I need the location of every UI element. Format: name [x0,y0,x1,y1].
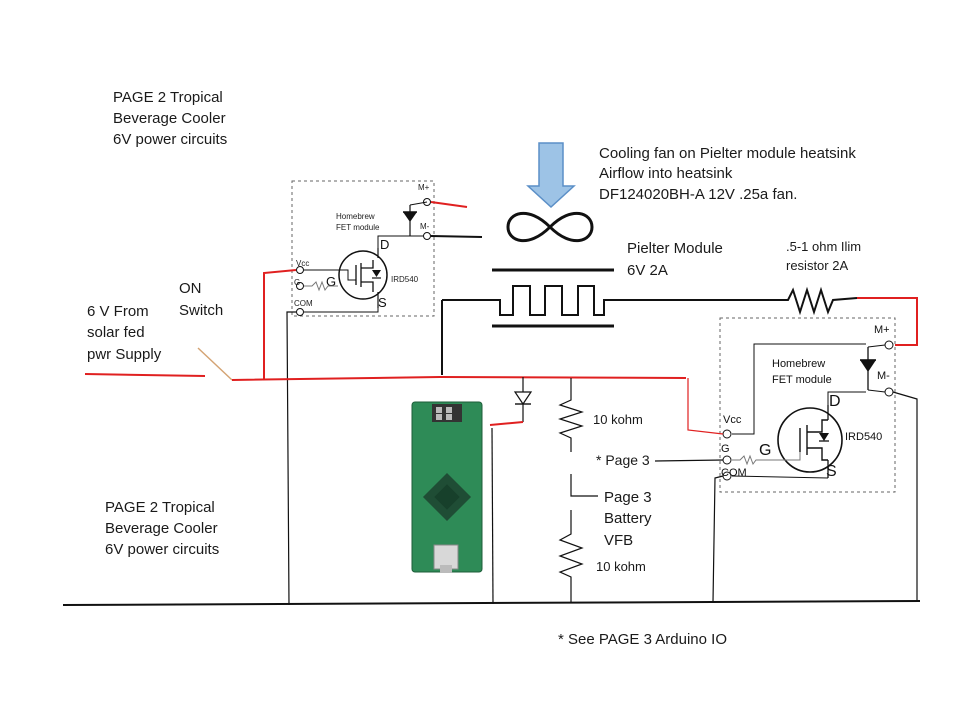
title-top-line-3: 6V power circuits [113,131,227,148]
fet-right-title-1: Homebrew [772,358,825,370]
fet-left-vcc-label: Vcc [296,259,309,268]
fet-right-d-label: D [829,393,841,410]
airflow-arrow-icon [526,142,576,209]
switch-label-1: ON [179,280,202,297]
fet-right-mplus-label: M+ [874,324,890,336]
wire-left-mminus [430,235,483,238]
arduino-nano-board [411,401,483,573]
fet-right-vcc-label: Vcc [723,414,742,426]
title-bottom-line-2: Beverage Cooler [105,520,218,537]
supply-label-3: pwr Supply [87,346,162,363]
wire-ilim-to-mplus [857,297,918,346]
fet-right-title-2: FET module [772,374,832,386]
wire-left-mplus [430,201,468,208]
page3-ref-label: * Page 3 [596,452,650,468]
fet-left-d-label: D [380,237,389,252]
pielter-module-symbol [442,268,763,328]
pielter-label-2: 6V 2A [627,262,668,279]
wire-left-com [286,311,296,606]
vfb-label-2: Battery [604,510,652,527]
fet-right-s-label: S [826,463,837,480]
wire-right-com [712,475,724,603]
fan-note-line-2: Airflow into heatsink [599,165,733,182]
title-bottom-line-3: 6V power circuits [105,541,219,558]
fet-left-part-label: IRD540 [391,275,419,284]
wire-arduino-ground [491,427,494,605]
wire-main-bus [231,375,687,381]
switch-blade-symbol [197,347,233,381]
wire-supply-input [84,373,206,377]
fet-module-right: M+ M- Homebrew FET module D S G IRD540 V… [719,317,896,493]
wire-diode-to-arduino [489,421,524,426]
title-top-line-1: PAGE 2 Tropical [113,89,223,106]
fet-left-mminus-label: M- [420,222,430,231]
divider-midpoint-wire [570,474,598,497]
supply-label-1: 6 V From [87,303,149,320]
wire-ground-bus [62,600,921,606]
fet-left-s-label: S [378,295,387,310]
ilim-label-2: resistor 2A [786,258,848,273]
ilim-resistor-symbol [763,286,858,316]
footnote: * See PAGE 3 Arduino IO [558,631,727,648]
fan-note-line-1: Cooling fan on Pielter module heatsink [599,145,856,162]
title-top-line-2: Beverage Cooler [113,110,226,127]
wire-right-vcc [687,378,724,435]
fan-icon [506,211,594,243]
title-bottom-line-1: PAGE 2 Tropical [105,499,215,516]
supply-label-2: solar fed [87,324,145,341]
fet-right-mminus-label: M- [877,370,890,382]
fet-module-left: M+ M- Homebrew FET module D S G IRD540 V… [291,180,435,317]
r-top-label: 10 kohm [593,412,643,427]
fan-note-line-3: DF124020BH-A 12V .25a fan. [599,186,797,203]
switch-label-2: Switch [179,302,223,319]
fet-left-g-label: G [294,278,300,287]
fet-left-mplus-label: M+ [418,183,430,192]
fet-left-title-2: FET module [336,223,380,232]
diode-symbol [513,377,533,422]
wire-left-vcc [263,269,297,380]
divider-resistor-bottom [558,510,584,602]
ilim-label-1: .5-1 ohm Ilim [786,239,861,254]
fet-right-gate-label: G [759,442,771,459]
divider-resistor-top [558,378,584,452]
fet-left-gate-label: G [326,274,336,289]
fet-right-g-label: G [721,443,730,455]
wire-right-mminus [892,391,918,602]
vfb-label-1: Page 3 [604,489,652,506]
fet-left-com-label: COM [294,299,313,308]
wire-right-g [654,459,724,462]
pielter-label-1: Pielter Module [627,240,723,257]
vfb-label-3: VFB [604,532,633,549]
fet-left-title-1: Homebrew [336,212,375,221]
r-bottom-label: 10 kohm [596,559,646,574]
fet-right-part-label: IRD540 [845,431,882,443]
fet-right-com-label: COM [721,467,747,479]
